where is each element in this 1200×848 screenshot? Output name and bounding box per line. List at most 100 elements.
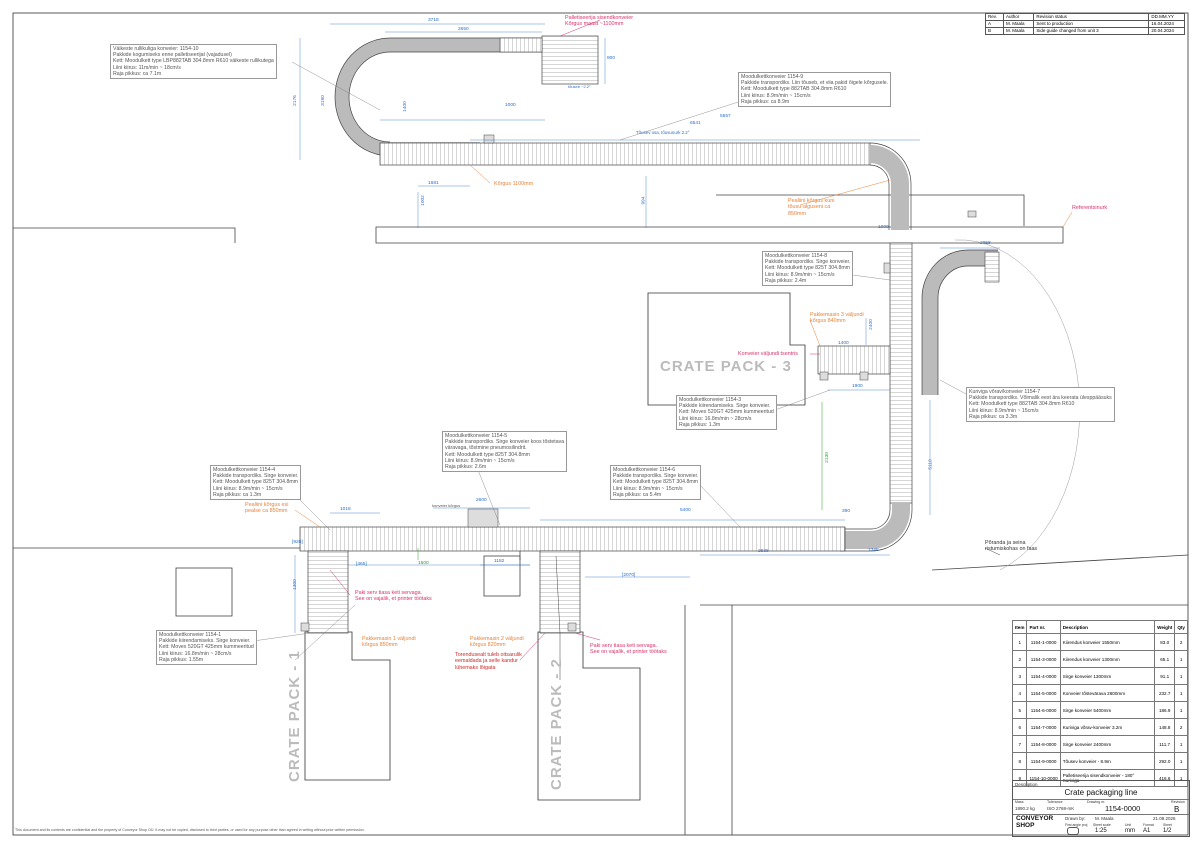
revision-status: Sent to production [1033, 20, 1150, 28]
parts-cell: Kiirendus konveier 1550mm [1059, 633, 1156, 651]
format-value: A1 [1143, 828, 1151, 834]
callout-line: Liini kiirus: 16.8m/min ~ 28cm/s [159, 650, 232, 657]
note-line: Torendusealt tuleb oitsarulik [455, 652, 522, 658]
callout-line: Raja pikkus: 2.4m [765, 277, 807, 284]
callout-line: Liini kiirus: 8.9m/min ~ 15cm/s [765, 271, 835, 278]
parts-cell: 232.7 [1154, 684, 1176, 702]
parts-cell: 1 [1174, 701, 1188, 719]
note-wall: Põranda ja seina ristumiskohas on faas [985, 540, 1037, 553]
callout-line: Pakkide transpordiks. Sirge konveier. [613, 473, 699, 480]
parts-cell: 2 [1011, 650, 1028, 668]
parts-cell: 3 [1011, 667, 1028, 685]
note-line: Kõrgus maast ~1100mm [565, 21, 624, 28]
note-line: kõrgus 850mm [362, 642, 398, 649]
note-line: tõusu-alguseni ca [788, 204, 831, 211]
green-dimension [417, 402, 823, 560]
parts-cell: Sirge konveier 5400mm [1059, 701, 1156, 719]
machine-outlines [304, 292, 806, 801]
parts-cell: 1154-5-0000 [1026, 684, 1061, 702]
callout-line: Moodulkettkonveier 1154-9 [741, 74, 804, 80]
parts-cell: 7 [1011, 735, 1028, 753]
callout-line: Raja pikkus: ca 8.9m [741, 98, 790, 105]
callout-1154-5: Moodulkettkonveier 1154-5 Pakkide transp… [442, 431, 568, 473]
callout-line: Kett: Moodulkett type 825T 304.8mm [213, 479, 298, 486]
callout-1154-3: Moodulkettkonveier 1154-3 Pakkide kiiren… [676, 395, 777, 431]
callout-line: Raja pikkus: 1.3m [679, 421, 721, 428]
parts-cell: 83.0 [1154, 633, 1176, 651]
callout-line: Kett: Moodulkett type LBP882TAB 304.8mm … [113, 58, 274, 65]
parts-cell: 6 [1011, 718, 1028, 736]
revision-status: Side guide changed from unit 3 [1033, 27, 1150, 35]
logo-line: CONVEYOR [1016, 815, 1054, 822]
crate-pack-3-label: CRATE PACK - 3 [660, 358, 792, 375]
note-pipes: Torendusealt tuleb oitsarulik eemaldada … [455, 652, 522, 671]
drawing-number-label: Drawing nr. [1087, 800, 1106, 804]
format-label: Format [1143, 823, 1154, 827]
callout-line: Liini kiirus: 16.8m/min ~ 28cm/s [679, 415, 752, 422]
callout-line: Moodulkettkonveier 1154-3 [679, 397, 742, 403]
conveyor-1154-8 [889, 242, 913, 504]
sheet-label: Sheet [1163, 823, 1172, 827]
dim-label: konveier kõrgus [432, 503, 461, 508]
parts-header: Weight [1154, 620, 1176, 634]
parts-cell: 1154-9-0000 [1026, 752, 1061, 770]
author: M. Maala [1095, 816, 1114, 821]
callout-line: Kett: Moodulkett type 882TAB 304.8mm R61… [741, 86, 847, 93]
parts-cell: Kuriviga võrav-konveier 3.2m [1059, 718, 1156, 736]
callout-line: Raja pikkus: ca 1.3m [213, 491, 262, 498]
parts-cell: 111.7 [1154, 735, 1176, 753]
parts-cell: 1 [1011, 633, 1028, 651]
parts-cell: 2 [1174, 718, 1188, 736]
dim-label: 1300 [292, 579, 298, 590]
revision-date: DD.MM.YY [1148, 13, 1185, 21]
revision-label: Revision [1171, 800, 1185, 804]
parts-cell: 65.1 [1154, 650, 1176, 668]
callout-line: Väikeste rullikuliga konveier: 1154-10 [113, 46, 199, 52]
note-exit-3: Konveier väljundi tsentris [738, 351, 798, 357]
note-line: Paki serv tiasa keti servaga. [590, 643, 658, 649]
revision-status: Revision status [1033, 13, 1150, 21]
dim-label: [2070] [622, 573, 636, 578]
parts-cell: 1154-4-0000 [1026, 667, 1061, 685]
dim-label: 3190 [320, 95, 326, 106]
callout-line: Liini kiirus: 8.9m/min ~ 15cm/s [741, 92, 811, 99]
callout-line: Kuriviga võrav/konveier 1154-7 [969, 389, 1041, 395]
note-machine-3: Pakkemasin 3 väljundi kõrgus 840mm [810, 312, 864, 325]
callout-line: Kett: Movex 520GT 425mm kummeeritud [679, 409, 774, 416]
mass-value: 1890.2 kg [1015, 806, 1035, 811]
revision-author: Author [1002, 13, 1035, 21]
dim-label: 1500 [418, 561, 429, 566]
callout-line: Kett: Movex 520GT 425mm kummeeritud [159, 644, 254, 651]
parts-cell: 1 [1174, 769, 1188, 787]
note-line: See on vajalik, et printer töötaks [355, 596, 432, 603]
sheet-value: 1/2 [1163, 828, 1172, 834]
callout-line: Pakkide kiirendamiseks. Sirge konveier. [159, 638, 251, 645]
note-pealiini-left: Pealiini kõrgus esi pealse ca 850mm [245, 502, 288, 515]
callout-line: Moodulkettkonveier 1154-5 [445, 433, 508, 439]
parts-cell: 8 [1011, 752, 1028, 770]
parts-cell: 91.1 [1154, 667, 1176, 685]
callout-line: Kett: Moodulkett type 825T 304.8mm [613, 479, 698, 486]
callout-line: Pakkide kogumiseks enne palletiseerijat … [113, 52, 232, 59]
dim-label: 1900 [852, 384, 863, 389]
callout-line: Raja pikkus: ca 7.1m [113, 70, 162, 77]
parts-cell: Kiirendus konveier 1300mm [1059, 650, 1156, 668]
callout-line: Moodulkettkonveier 1154-6 [613, 467, 676, 473]
dim-label: 2600 [476, 498, 487, 503]
logo-line: SHOP [1016, 821, 1035, 829]
parts-cell: 1 [1174, 667, 1188, 685]
conveyor-1154-1-a [307, 550, 349, 634]
parts-header: Qty [1174, 620, 1188, 634]
note-edge-1: Paki serv tiasa keti servaga. See on vaj… [355, 590, 432, 603]
confidential-footer: This document and its contents are confi… [15, 828, 365, 832]
dim-label: 2130 [824, 452, 830, 463]
sheet-border [12, 12, 1189, 836]
dim-label: 1400 [402, 101, 408, 112]
